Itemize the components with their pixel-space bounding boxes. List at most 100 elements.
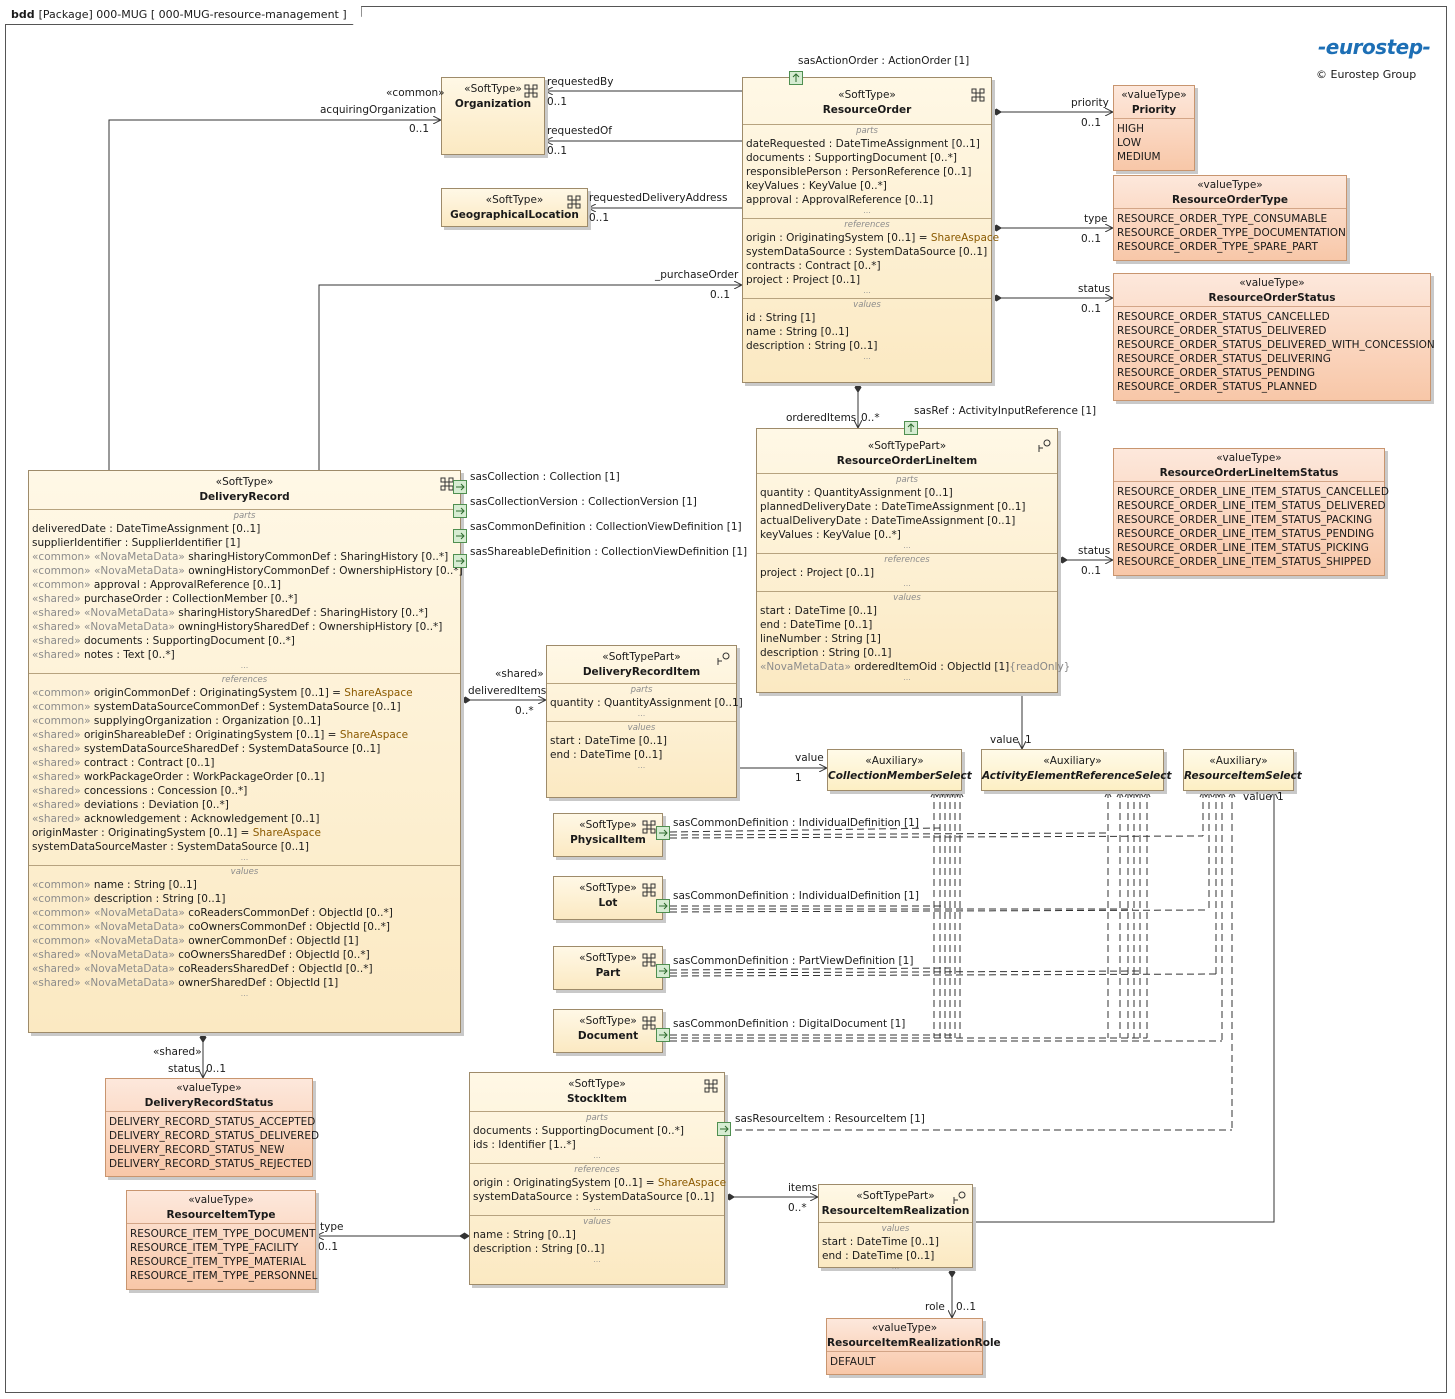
- label-requested-delivery-address: requestedDeliveryAddress: [589, 192, 728, 204]
- delivery-record-item-block[interactable]: «SoftTypePart»DeliveryRecordItem parts q…: [546, 645, 743, 798]
- port-sas-collection-version[interactable]: [453, 504, 467, 518]
- block-name: DeliveryRecord: [199, 491, 290, 503]
- block-name: Organization: [454, 98, 532, 110]
- port-sas-collection[interactable]: [453, 480, 467, 494]
- lot-block[interactable]: «SoftType»Lot: [553, 876, 663, 920]
- physical-item-block[interactable]: «SoftType»PhysicalItem: [553, 813, 663, 857]
- label-sas-shareable-definition: sasShareableDefinition : CollectionViewD…: [470, 546, 748, 558]
- label-priority-multiplicity: 0..1: [1081, 117, 1102, 129]
- resource-item-select-block[interactable]: «Auxiliary»ResourceItemSelect: [1183, 749, 1302, 791]
- label-type-multiplicity: 0..1: [1081, 233, 1102, 245]
- literal: RESOURCE_ORDER_LINE_ITEM_STATUS_PENDING: [1117, 528, 1375, 540]
- stereotype: «SoftType»: [579, 819, 637, 831]
- reference-row: originMaster : OriginatingSystem [0..1] …: [32, 827, 321, 839]
- reference-row: origin : OriginatingSystem [0..1] = Shar…: [473, 1177, 727, 1189]
- part-block[interactable]: «SoftType»Part: [553, 946, 663, 990]
- resource-item-type-valuetype[interactable]: «valueType»ResourceItemType RESOURCE_ITE…: [126, 1190, 317, 1290]
- stereotype: «valueType»: [871, 1322, 938, 1334]
- reference-row: contracts : Contract [0..*]: [746, 260, 881, 272]
- priority-valuetype[interactable]: «valueType»Priority HIGH LOW MEDIUM: [1113, 85, 1195, 171]
- stereotype: «SoftType»: [215, 476, 274, 488]
- block-name: ActivityElementReferenceSelect: [982, 770, 1172, 782]
- literal: RESOURCE_ORDER_LINE_ITEM_STATUS_PACKING: [1117, 514, 1373, 526]
- port-physical-item-def[interactable]: [656, 826, 670, 840]
- label-line-item-status: status: [1078, 545, 1111, 557]
- port-sas-shareable-definition[interactable]: [453, 554, 467, 568]
- label-type: type: [1084, 213, 1108, 225]
- geographical-location-block[interactable]: «SoftType»GeographicalLocation: [441, 188, 588, 227]
- part-row: responsiblePerson : PersonReference [0..…: [746, 166, 972, 178]
- diagram-frame: [5, 6, 1447, 1393]
- label-items-multiplicity: 0..*: [788, 1202, 807, 1214]
- block-name: DeliveryRecordItem: [582, 666, 701, 678]
- references-title: references: [844, 220, 890, 230]
- part-row: quantity : QuantityAssignment [0..1]: [550, 697, 743, 709]
- stereotype: «valueType»: [1121, 89, 1187, 101]
- parts-title: parts: [896, 475, 918, 485]
- stereotype: «Auxiliary»: [1209, 755, 1268, 767]
- resource-order-type-valuetype[interactable]: «valueType»ResourceOrderType RESOURCE_OR…: [1113, 175, 1347, 261]
- literal: RESOURCE_ORDER_STATUS_DELIVERING: [1117, 353, 1331, 365]
- port-lot-def[interactable]: [656, 899, 670, 913]
- port-part-def[interactable]: [656, 964, 670, 978]
- organization-block[interactable]: «SoftType»Organization: [441, 77, 545, 155]
- literal: RESOURCE_ORDER_TYPE_DOCUMENTATION: [1117, 227, 1346, 239]
- literal: RESOURCE_ORDER_LINE_ITEM_STATUS_SHIPPED: [1117, 556, 1372, 568]
- resource-item-realization-role-valuetype[interactable]: «valueType»ResourceItemRealizationRole D…: [826, 1318, 1001, 1375]
- label-purchase-order: _purchaseOrder: [655, 269, 739, 281]
- softtype-icon: [642, 1016, 656, 1030]
- part-row: «common» «NovaMetaData» owningHistoryCom…: [32, 565, 463, 577]
- port-sas-resource-item[interactable]: [717, 1122, 731, 1136]
- document-block[interactable]: «SoftType»Document: [553, 1009, 663, 1053]
- block-name: Priority: [1131, 104, 1177, 116]
- copyright-text: © Eurostep Group: [1316, 68, 1417, 81]
- label-status-multiplicity: 0..1: [1081, 303, 1102, 315]
- softtype-icon: [642, 883, 656, 897]
- label-delivered-items-multiplicity: 0..*: [515, 705, 534, 717]
- label-ordered-items: orderedItems: [786, 412, 857, 424]
- delivery-record-status-valuetype[interactable]: «valueType»DeliveryRecordStatus DELIVERY…: [105, 1078, 319, 1177]
- eurostep-logo: -eurostep-: [1318, 35, 1431, 59]
- block-name: Part: [595, 967, 621, 979]
- literal: RESOURCE_ITEM_TYPE_DOCUMENT: [130, 1228, 316, 1240]
- block-name: ResourceItemRealizationRole: [827, 1337, 1001, 1349]
- values-title: values: [881, 1224, 910, 1234]
- part-row: keyValues : KeyValue [0..*]: [746, 180, 887, 192]
- reference-row: «common» supplyingOrganization : Organiz…: [32, 715, 321, 727]
- resource-item-realization-block[interactable]: «SoftTypePart»ResourceItemRealization va…: [818, 1184, 973, 1271]
- label-document-definition: sasCommonDefinition : DigitalDocument [1…: [673, 1018, 906, 1030]
- literal: RESOURCE_ORDER_TYPE_CONSUMABLE: [1117, 213, 1328, 225]
- frame-title-text: [Package] 000-MUG [ 000-MUG-resource-man…: [38, 8, 347, 21]
- value-row: «shared» «NovaMetaData» coReadersSharedD…: [32, 963, 373, 975]
- resource-order-status-valuetype[interactable]: «valueType»ResourceOrderStatus RESOURCE_…: [1113, 273, 1435, 401]
- stereotype: «SoftType»: [485, 194, 544, 206]
- part-row: «common» approval : ApprovalReference [0…: [32, 579, 282, 591]
- label-delivered-items: deliveredItems: [468, 685, 547, 697]
- label-delivery-record-status: status: [168, 1063, 201, 1075]
- value-row: «NovaMetaData» orderedItemOid : ObjectId…: [760, 661, 1071, 673]
- port-sas-ref[interactable]: [904, 421, 918, 435]
- label-line-item-status-multiplicity: 0..1: [1081, 565, 1102, 577]
- label-purchase-order-multiplicity: 0..1: [710, 289, 731, 301]
- resource-order-block[interactable]: «SoftType»ResourceOrder parts dateReques…: [742, 77, 999, 383]
- reference-row: systemDataSourceMaster : SystemDataSourc…: [32, 841, 310, 853]
- literal: MEDIUM: [1117, 151, 1161, 163]
- frame-title: bdd[Package] 000-MUG [ 000-MUG-resource-…: [5, 6, 362, 25]
- reference-row: «shared» originShareableDef : Originatin…: [32, 729, 409, 741]
- port-document-def[interactable]: [656, 1028, 670, 1042]
- resource-order-line-item-block[interactable]: «SoftTypePart»ResourceOrderLineItem part…: [756, 428, 1071, 693]
- delivery-record-block[interactable]: «SoftType»DeliveryRecord parts delivered…: [28, 470, 463, 1033]
- port-sas-action-order[interactable]: [789, 71, 803, 85]
- port-sas-common-definition[interactable]: [453, 529, 467, 543]
- literal: RESOURCE_ORDER_LINE_ITEM_STATUS_DELIVERE…: [1117, 500, 1386, 512]
- activity-element-reference-select-block[interactable]: «Auxiliary»ActivityElementReferenceSelec…: [981, 749, 1172, 791]
- block-name: ResourceOrder: [822, 104, 912, 116]
- label-role-multiplicity: 0..1: [956, 1301, 977, 1313]
- stock-item-block[interactable]: «SoftType»StockItem parts documents : Su…: [469, 1072, 727, 1285]
- collection-member-select-block[interactable]: «Auxiliary»CollectionMemberSelect: [827, 749, 972, 791]
- block-name: StockItem: [567, 1093, 627, 1105]
- softtype-icon: [567, 195, 581, 209]
- value-row: «common» description : String [0..1]: [32, 893, 226, 905]
- line-item-status-valuetype[interactable]: «valueType»ResourceOrderLineItemStatus R…: [1113, 448, 1389, 576]
